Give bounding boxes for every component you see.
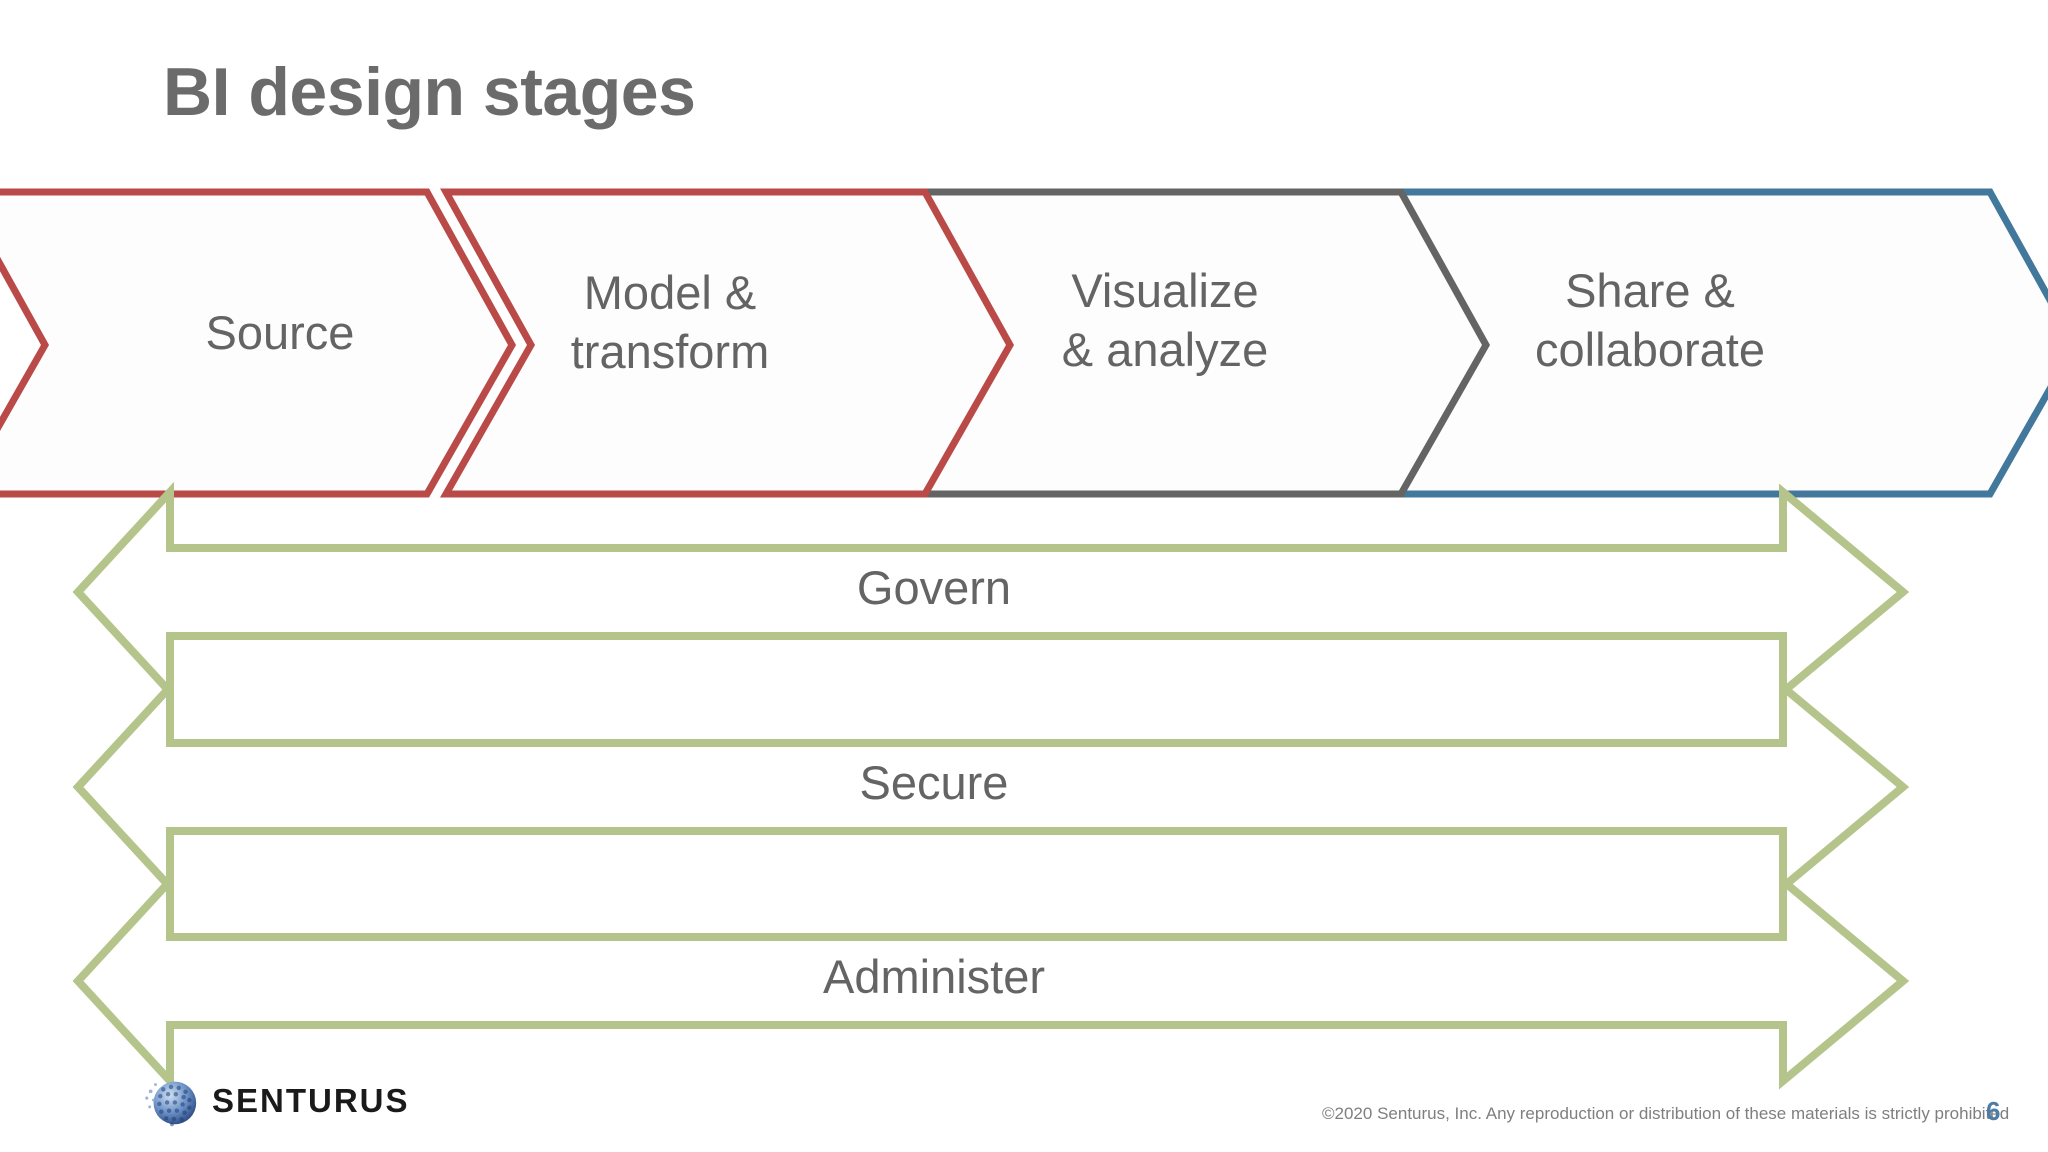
chevron-shape-model-transform [439, 188, 1015, 498]
band-arrow-govern[interactable] [72, 481, 1910, 703]
chevron-shape-source [0, 188, 517, 498]
page-title: BI design stages [163, 54, 696, 130]
band-arrow-secure[interactable] [72, 676, 1910, 898]
senturus-logo: SENTURUS [140, 1070, 410, 1132]
band-shape-govern [72, 481, 1910, 703]
stage-chevron-model-transform[interactable] [439, 188, 1015, 498]
page-number: 6 [1986, 1096, 2001, 1126]
band-shape-secure [72, 676, 1910, 898]
band-shape-administer [72, 870, 1910, 1092]
copyright-notice: ©2020 Senturus, Inc. Any reproduction or… [1322, 1104, 2010, 1123]
band-arrow-administer[interactable] [72, 870, 1910, 1092]
stage-chevron-source[interactable] [0, 188, 517, 498]
logo-wordmark: SENTURUS [212, 1082, 410, 1119]
globe-sphere-icon [145, 1081, 197, 1127]
